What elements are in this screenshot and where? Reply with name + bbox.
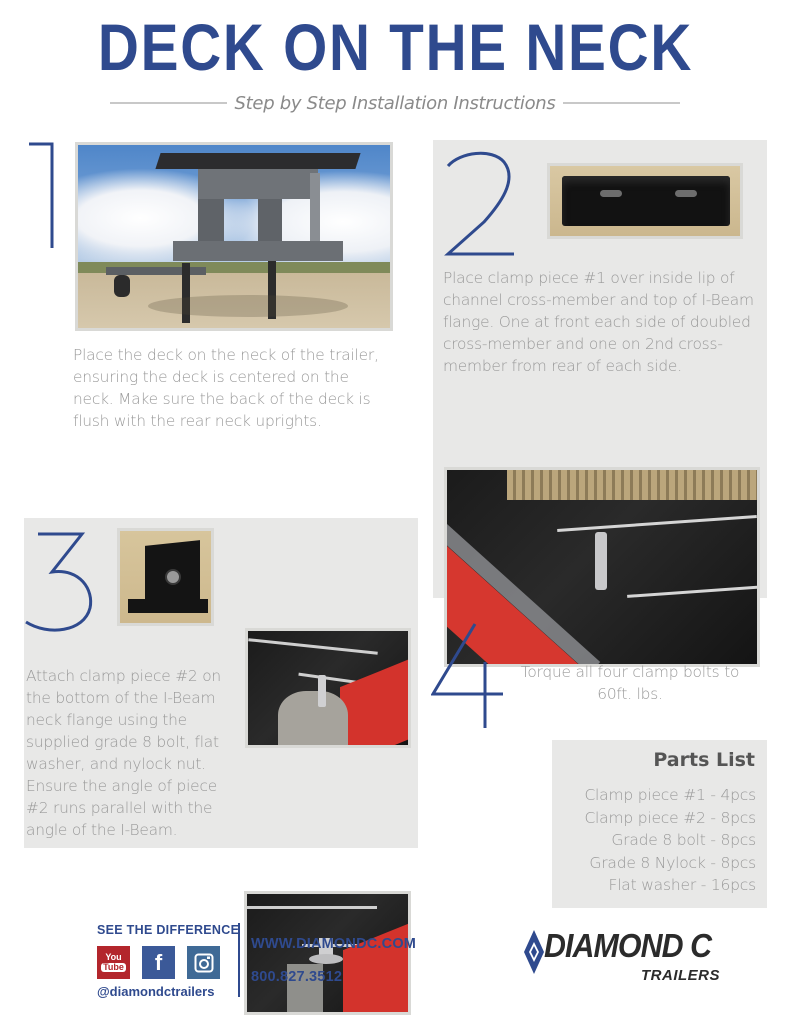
gooseneck-trailer-photo xyxy=(75,142,393,331)
diamond-c-logo: DIAMOND C TRAILERS xyxy=(524,928,744,988)
step-1-number xyxy=(29,142,54,248)
diamond-icon xyxy=(524,930,544,974)
brand-sub: TRAILERS xyxy=(641,967,720,984)
parts-list-items: Clamp piece #1 - 4pcs Clamp piece #2 - 8… xyxy=(584,784,756,897)
step-2-number xyxy=(444,151,514,256)
footer-divider xyxy=(238,923,240,997)
step-3-text: Attach clamp piece #2 on the bottom of t… xyxy=(26,667,221,839)
parts-list-item: Flat washer - 16pcs xyxy=(608,876,756,894)
step-2-panel: 2 Place clamp piece #1 over inside lip o… xyxy=(433,140,767,667)
parts-list-item: Clamp piece #2 - 8pcs xyxy=(584,808,756,827)
subtitle-rule-left xyxy=(110,102,227,104)
parts-list-item: Clamp piece #1 - 4pcs xyxy=(584,786,756,804)
brand-name: DIAMOND C xyxy=(544,927,712,964)
instagram-icon[interactable] xyxy=(187,946,220,979)
youtube-label-bottom: Tube xyxy=(101,962,126,972)
tagline: SEE THE DIFFERENCE xyxy=(97,923,240,937)
parts-list-panel: Parts List Clamp piece #1 - 4pcs Clamp p… xyxy=(552,740,767,908)
clamp-installed-underside-photo xyxy=(444,467,760,667)
instagram-glyph xyxy=(194,953,213,972)
parts-list-item: Grade 8 bolt - 8pcs xyxy=(611,831,756,849)
website-link[interactable]: WWW.DIAMONDC.COM xyxy=(251,936,417,952)
youtube-icon[interactable]: You Tube xyxy=(97,946,130,979)
bolt-insertion-photo xyxy=(245,628,411,748)
parts-list-title: Parts List xyxy=(653,749,755,771)
facebook-icon[interactable]: f xyxy=(142,946,175,979)
step-1-text: Place the deck on the neck of the traile… xyxy=(73,346,379,430)
bolt-tightened-photo xyxy=(244,891,411,1015)
page-subtitle: Step by Step Installation Instructions xyxy=(234,92,556,114)
parts-list-item: Grade 8 Nylock - 8pcs xyxy=(589,853,756,872)
social-icons: You Tube f xyxy=(97,946,220,979)
step-3-panel: 3 Attach clamp piece #2 on the bottom of… xyxy=(24,518,418,1015)
facebook-glyph: f xyxy=(154,949,163,975)
step-2-text: Place clamp piece #1 over inside lip of … xyxy=(443,269,754,375)
clamp-piece-2-photo xyxy=(117,528,214,626)
phone-number[interactable]: 800.827.3512 xyxy=(251,969,343,985)
subtitle-row: Step by Step Installation Instructions xyxy=(110,90,681,116)
subtitle-rule-right xyxy=(563,102,681,104)
step-4-text: Torque all four clamp bolts to 60ft. lbs… xyxy=(520,663,740,703)
youtube-label-top: You xyxy=(105,952,122,962)
clamp-piece-1-photo xyxy=(547,163,743,239)
page-title: DECK ON THE NECK xyxy=(97,10,694,84)
step-3-number xyxy=(25,532,93,632)
social-handle[interactable]: @diamondctrailers xyxy=(97,984,215,999)
step-4-number xyxy=(431,623,503,728)
